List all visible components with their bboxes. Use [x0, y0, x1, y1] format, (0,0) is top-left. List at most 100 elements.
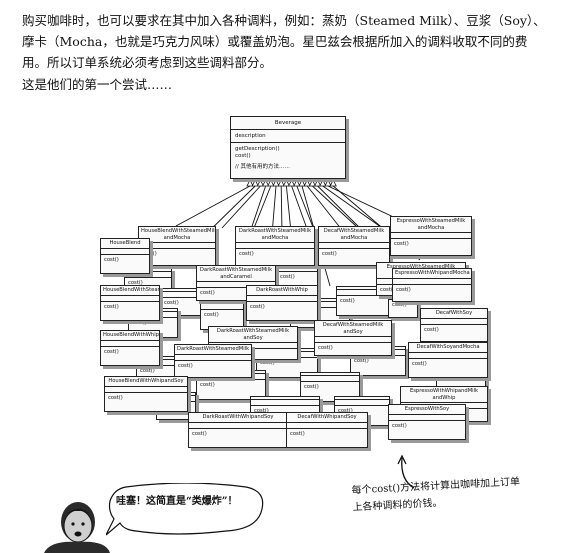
subclass-name [291, 299, 349, 302]
subclass-method: cost() [108, 394, 123, 401]
inheritance-arrowhead [303, 179, 311, 187]
inheritance-arrowhead [287, 179, 296, 187]
subclass-name: DecafWithSteamedMilk andSoy [315, 321, 391, 337]
subclass-attributes [335, 400, 389, 406]
subclass-box: HouseBlendWithSteamedMilk cost() [100, 285, 160, 321]
subclass-method: cost() [200, 382, 215, 388]
subclass-attributes [101, 296, 159, 302]
beverage-method: cost() [235, 153, 251, 159]
inheritance-arrowhead [282, 179, 291, 187]
inheritance-line [175, 185, 251, 227]
subclass-box: HouseBlend cost() [100, 238, 150, 274]
subclass-attributes [247, 296, 317, 302]
subclass-method: cost() [192, 430, 207, 437]
subclass-attributes [287, 423, 367, 429]
subclass-method: cost() [239, 251, 254, 257]
subclass-name [301, 373, 359, 376]
inheritance-arrowhead [313, 179, 322, 187]
inheritance-arrowhead [324, 179, 332, 187]
subclass-attributes [209, 343, 297, 349]
subclass-name [201, 301, 243, 304]
subclass-attributes [189, 423, 287, 429]
subclass-name: HouseBlendWithSteamedMilk [101, 286, 159, 296]
subclass-method: cost() [424, 326, 439, 333]
subclass-attributes [337, 290, 393, 296]
subclass-box: DecafWithWhipandSoy cost() [286, 412, 368, 448]
subclass-method: cost() [104, 303, 119, 310]
beverage-comment: // 其他有用的方法…… [235, 164, 290, 170]
subclass-method: cost() [396, 286, 411, 293]
subclass-attributes [197, 374, 265, 380]
subclass-method: cost() [200, 290, 215, 296]
subclass-attributes [393, 279, 471, 285]
inheritance-arrowhead [329, 179, 337, 187]
inheritance-arrowhead [308, 179, 317, 187]
subclass-method: cost() [394, 241, 409, 247]
subclass-name: EspressoWithWhipandMilk andWhip [401, 387, 487, 403]
subclass-name: HouseBlendWithSteamedMilk andMocha [139, 227, 215, 243]
subclass-attributes [201, 304, 243, 310]
beverage-methods: getDescription() cost() // 其他有用的方法…… [231, 143, 345, 174]
inheritance-arrowhead [293, 179, 301, 187]
subclass-method: cost() [140, 368, 155, 374]
subclass-method: cost() [104, 348, 119, 355]
subclass-method: cost() [322, 251, 337, 257]
subclass-method: cost() [204, 312, 219, 318]
subclass-name: DarkRoastWithWhip [247, 286, 317, 296]
subclass-method: cost() [290, 430, 305, 437]
subclass-method: cost() [440, 376, 455, 382]
subclass-attributes [315, 337, 391, 343]
inheritance-arrowhead [319, 179, 327, 187]
inheritance-line [322, 185, 389, 233]
subclass-name: DecafWithSoy [421, 309, 487, 319]
inheritance-line [253, 185, 272, 229]
subclass-method: cost() [380, 287, 395, 293]
subclass-attributes [277, 266, 317, 272]
subclass-attributes [319, 243, 389, 249]
inheritance-line [291, 185, 307, 227]
subclass-attributes [389, 415, 465, 421]
subclass-name: HouseBlend [101, 239, 149, 249]
subclass-name: EspressoWithWhipandMocha [393, 269, 471, 279]
subclass-name: DarkRoastWithSteamedMilk andSoy [209, 327, 297, 343]
subclass-name: DarkRoastWithSteamedMilk [175, 345, 251, 355]
subclass-attributes [161, 292, 201, 298]
beverage-class-name: Beverage [231, 117, 345, 130]
inheritance-line [221, 185, 261, 229]
subclass-method: cost() [338, 408, 353, 414]
subclass-attributes [291, 302, 349, 308]
subclass-method: cost() [280, 274, 295, 280]
subclass-method: cost() [104, 256, 119, 263]
subclass-method: cost() [132, 320, 147, 326]
subclass-attributes [105, 387, 187, 393]
subclass-attributes [409, 353, 487, 359]
intro-subtitle: 这是他们的第一个尝试…… [22, 77, 173, 92]
subclass-box: EspressoWithWhipandMocha cost() [392, 268, 472, 302]
subclass-name: DecafWithSoyandMocha [409, 343, 487, 353]
subclass-name: EspressoWithSteamedMilk andMocha [391, 217, 471, 233]
subclass-method: cost() [304, 384, 319, 390]
subclass-name: DarkRoastWithSteamedMilk andMocha [236, 227, 314, 243]
subclass-name: DecafWithWhipandSoy [287, 413, 367, 423]
subclass-method: cost() [412, 360, 427, 367]
subclass-attributes [251, 400, 319, 406]
speech-bubble [106, 483, 264, 536]
subclass-attributes [421, 319, 487, 325]
subclass-method: cost() [128, 280, 143, 286]
subclass-attributes [101, 341, 159, 347]
subclass-name [251, 397, 319, 400]
inheritance-line [306, 185, 343, 231]
beverage-class-box: Beverage description getDescription() co… [230, 116, 346, 179]
subclass-method: cost() [260, 360, 275, 366]
subclass-attributes [139, 243, 215, 249]
inheritance-arrowhead [251, 179, 259, 187]
subclass-name: DarkRoastWithSteamedMilk andCaramel [197, 266, 275, 282]
subclass-attributes [197, 282, 275, 288]
